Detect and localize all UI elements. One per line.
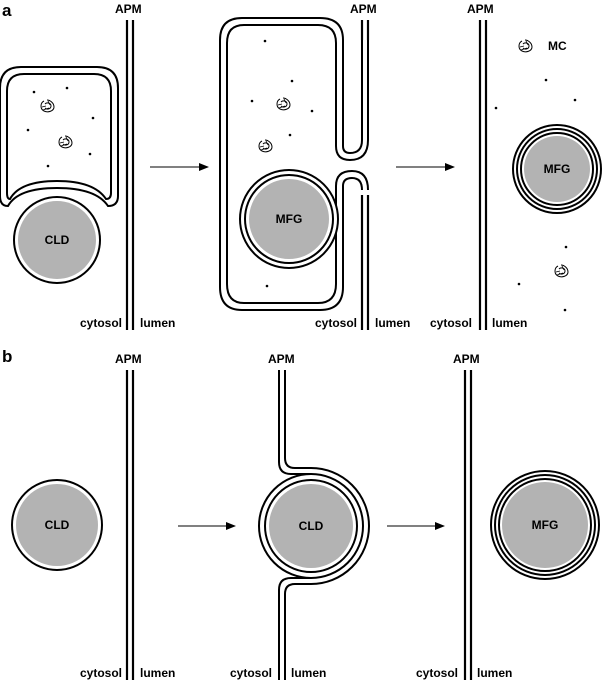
secreted-dots-a3 bbox=[494, 78, 577, 312]
apm-membrane-a2 bbox=[360, 20, 370, 330]
apm-label-a2: APM bbox=[350, 2, 377, 16]
cytoplasmic-lipid-droplet-b2 bbox=[264, 479, 358, 573]
droplet-label-a3: MFG bbox=[544, 162, 571, 176]
apm-label-a1: APM bbox=[115, 2, 142, 16]
apm-label-a3: APM bbox=[467, 2, 494, 16]
cytosol-label-a2: cytosol bbox=[315, 316, 357, 330]
apm-envelopment-b2 bbox=[258, 370, 370, 680]
milk-fat-globule-a2 bbox=[239, 169, 339, 269]
cytosol-label-b3: cytosol bbox=[416, 666, 458, 680]
cytosol-label-a1: cytosol bbox=[80, 316, 122, 330]
apm-membrane-b1 bbox=[125, 370, 135, 680]
droplet-label-a2: MFG bbox=[276, 212, 303, 226]
apm-label-b2: APM bbox=[268, 352, 295, 366]
apm-membrane-a1 bbox=[125, 20, 135, 330]
droplet-label-a1: CLD bbox=[45, 233, 70, 247]
fused-vesicle-a2 bbox=[219, 17, 369, 311]
cytosol-label-b2: cytosol bbox=[230, 666, 272, 680]
casein-micelle-icon bbox=[40, 99, 55, 113]
casein-micelle-icon bbox=[554, 264, 569, 278]
lumen-label-b3: lumen bbox=[477, 666, 512, 680]
casein-micelle-label: MC bbox=[548, 39, 567, 53]
droplet-label-b3: MFG bbox=[532, 518, 559, 532]
vesicle-dots-a2 bbox=[250, 39, 314, 288]
droplet-label-b2: CLD bbox=[299, 519, 324, 533]
cytoplasmic-lipid-droplet-a1 bbox=[13, 196, 101, 284]
casein-micelle-icon bbox=[58, 135, 73, 149]
apm-label-b1: APM bbox=[115, 352, 142, 366]
lumen-label-b1: lumen bbox=[140, 666, 175, 680]
lumen-label-a2: lumen bbox=[375, 316, 410, 330]
apm-membrane-a3 bbox=[478, 20, 488, 330]
lumen-label-a3: lumen bbox=[492, 316, 527, 330]
vesicle-dots-a1 bbox=[26, 86, 95, 168]
cytosol-label-b1: cytosol bbox=[80, 666, 122, 680]
secretory-vesicle-a1 bbox=[0, 66, 119, 208]
cytosol-label-a3: cytosol bbox=[430, 316, 472, 330]
droplet-label-b1: CLD bbox=[45, 518, 70, 532]
casein-micelle-icon bbox=[276, 97, 291, 111]
apm-membrane-b3 bbox=[463, 370, 473, 680]
casein-micelle-icon bbox=[258, 139, 273, 153]
milk-fat-globule-b3 bbox=[490, 470, 600, 580]
lumen-label-a1: lumen bbox=[140, 316, 175, 330]
lumen-label-b2: lumen bbox=[291, 666, 326, 680]
apm-label-b3: APM bbox=[453, 352, 480, 366]
casein-micelle-icon bbox=[518, 39, 533, 53]
cytoplasmic-lipid-droplet-b1 bbox=[11, 479, 103, 571]
panel-b-letter: b bbox=[2, 347, 12, 366]
milk-fat-globule-a3 bbox=[512, 124, 602, 214]
panel-a-letter: a bbox=[2, 1, 12, 20]
